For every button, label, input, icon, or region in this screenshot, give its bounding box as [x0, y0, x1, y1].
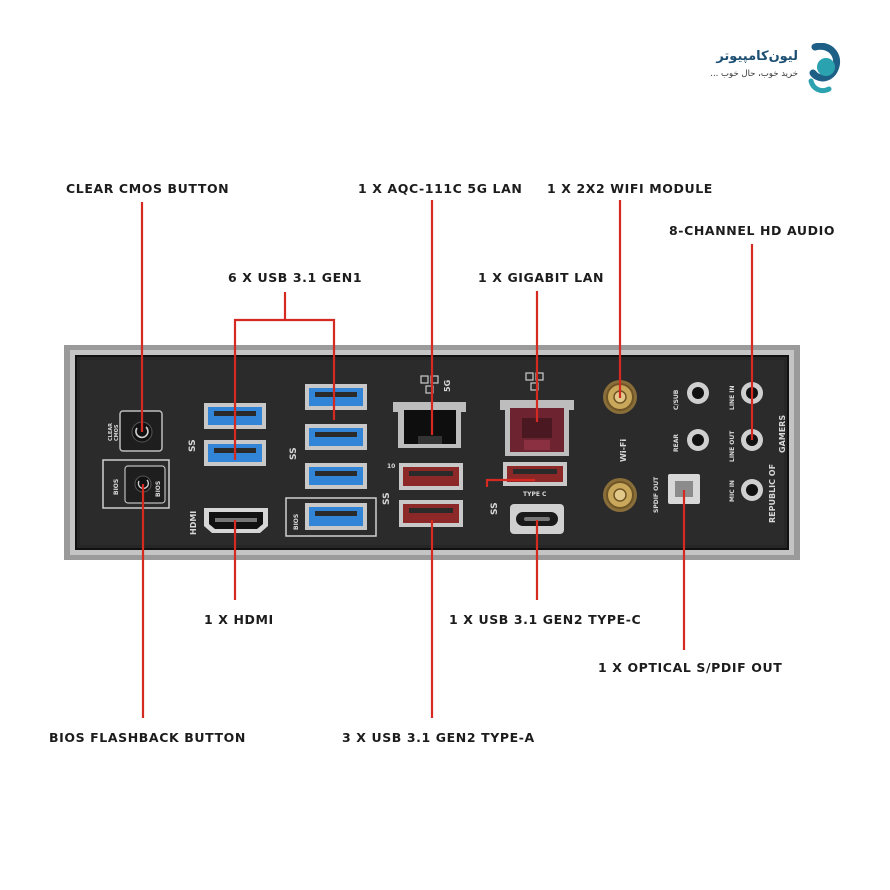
label-bios-flashback: BIOS FLASHBACK BUTTON [49, 730, 246, 745]
ss-logo-1: SS [188, 439, 198, 452]
label-hdmi: 1 X HDMI [204, 612, 274, 627]
ss-logo-3: SS [382, 492, 392, 505]
line-in-text: LINE IN [729, 385, 736, 410]
line-out-text: LINE OUT [729, 430, 736, 462]
label-hd-audio: 8-CHANNEL HD AUDIO [669, 223, 835, 238]
label-gigabit-lan: 1 X GIGABIT LAN [478, 270, 604, 285]
label-wifi-module: 1 X 2X2 WIFI MODULE [547, 181, 713, 196]
spdif-text: SPDIF OUT [653, 476, 660, 513]
rog-text-a: REPUBLIC OF [768, 464, 777, 523]
label-usb-gen2a: 3 X USB 3.1 GEN2 TYPE-A [342, 730, 535, 745]
ss-logo-4: SS [490, 502, 500, 515]
mic-in-text: MIC IN [729, 480, 736, 502]
label-optical: 1 X OPTICAL S/PDIF OUT [598, 660, 782, 675]
ss-logo-2: SS [289, 447, 299, 460]
lan-5g-text: 5G [443, 380, 452, 392]
ss10-text: 10 [387, 463, 395, 470]
bios-text-left: BIOS [113, 479, 120, 495]
rear-text: REAR [673, 434, 680, 452]
rog-text-b: GAMERS [778, 415, 787, 453]
bios-usb-text: BIOS [293, 514, 300, 530]
label-aqc-lan: 1 X AQC-111C 5G LAN [358, 181, 522, 196]
label-usb-typec: 1 X USB 3.1 GEN2 TYPE-C [449, 612, 641, 627]
type-c-text: TYPE C [523, 491, 547, 498]
hdmi-text: HDMI [189, 511, 198, 535]
clear-cmos-text-b: CMOS [114, 424, 120, 441]
label-usb-gen1: 6 X USB 3.1 GEN1 [228, 270, 362, 285]
bios-text-right: BIOS [155, 481, 162, 497]
csub-text: C/SUB [673, 389, 680, 410]
wifi-text: Wi-Fi [619, 439, 628, 462]
label-clear-cmos: CLEAR CMOS BUTTON [66, 181, 229, 196]
